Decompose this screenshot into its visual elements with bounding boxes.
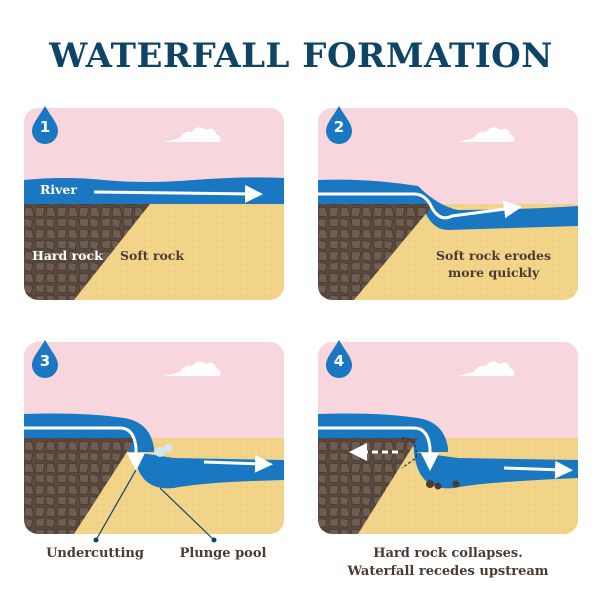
erosion-label-line2: more quickly	[448, 265, 540, 280]
panel-step-1: River Hard rock Soft rock	[24, 108, 284, 300]
water-drop-icon	[326, 106, 352, 144]
cloud-icon	[164, 361, 221, 376]
river-label: River	[40, 182, 77, 197]
soft-rock-label: Soft rock	[120, 248, 185, 263]
step-2-illustration	[318, 108, 578, 300]
panel-step-4	[318, 342, 578, 534]
step-2-badge: 2	[324, 104, 354, 144]
step-3-illustration	[24, 342, 284, 534]
step-1-badge: 1	[30, 104, 60, 144]
step-4-badge: 4	[324, 338, 354, 378]
page-title: WATERFALL FORMATION	[49, 36, 553, 76]
cloud-icon	[458, 127, 515, 142]
panel-step-2: Soft rock erodes more quickly	[318, 108, 578, 300]
cloud-icon	[164, 127, 221, 142]
undercutting-label: Undercutting	[46, 546, 144, 561]
collapse-caption-line1: Hard rock collapses.	[373, 546, 523, 561]
water-drop-icon	[32, 340, 58, 378]
erosion-label: Soft rock erodes	[436, 248, 552, 263]
step-1-illustration	[24, 108, 284, 300]
panel-step-3	[24, 342, 284, 534]
water-drop-icon	[326, 340, 352, 378]
step-4-illustration	[318, 342, 578, 534]
cloud-icon	[458, 361, 515, 376]
plunge-pool-label: Plunge pool	[179, 546, 267, 561]
step-3-badge: 3	[30, 338, 60, 378]
collapse-caption-line2: Waterfall recedes upstream	[347, 564, 549, 579]
water-drop-icon	[32, 106, 58, 144]
hard-rock-label: Hard rock	[32, 248, 103, 263]
